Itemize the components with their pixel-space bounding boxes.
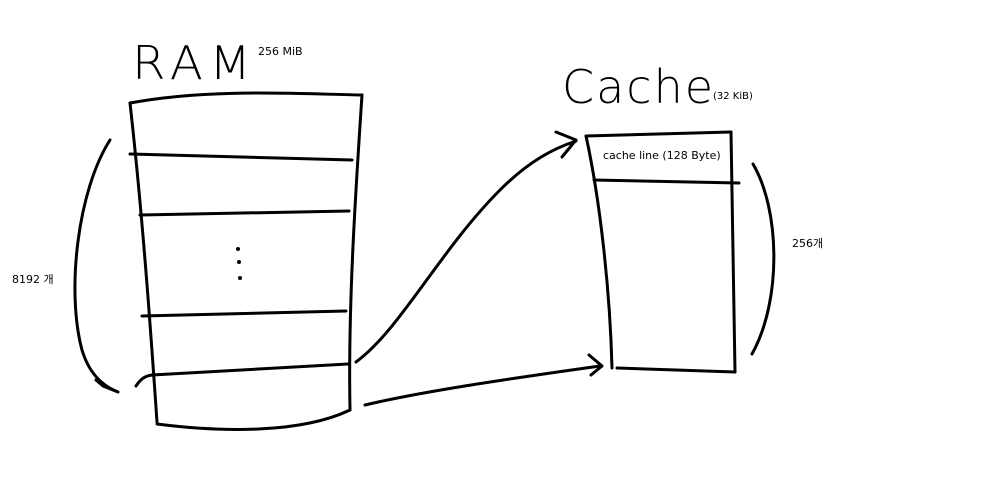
ram-title: RAM bbox=[132, 36, 258, 90]
cache-count-brace bbox=[750, 162, 776, 356]
ellipsis-dot bbox=[236, 247, 240, 251]
cache-count-label: 256개 bbox=[792, 237, 824, 250]
ram-box-bottom bbox=[155, 408, 352, 431]
ram-box-left bbox=[128, 101, 159, 424]
ram-row-divider bbox=[128, 152, 354, 162]
ram-row-divider bbox=[140, 309, 348, 318]
arrow-left-hook bbox=[134, 373, 154, 388]
arrow-upper-head bbox=[554, 130, 578, 159]
cache-box-top bbox=[584, 130, 733, 138]
ram-count-label: 8192 개 bbox=[12, 273, 54, 286]
ram-box-top bbox=[128, 91, 364, 105]
ram-count-brace-tip bbox=[94, 378, 120, 394]
ellipsis-dot bbox=[238, 276, 242, 280]
arrow-lower-head bbox=[587, 353, 604, 377]
arrow-lower bbox=[363, 364, 602, 407]
arrow-upper bbox=[354, 139, 578, 364]
cache-title: Cache bbox=[562, 60, 716, 114]
cache-box-right bbox=[729, 130, 737, 374]
ellipsis-dot bbox=[237, 260, 241, 264]
cache-size-label: (32 KiB) bbox=[713, 91, 753, 102]
cache-box-left bbox=[584, 134, 614, 370]
ram-row-divider bbox=[150, 362, 350, 377]
ram-box-right bbox=[348, 93, 364, 412]
ram-size-label: 256 MiB bbox=[258, 45, 303, 58]
ram-count-brace bbox=[73, 138, 120, 394]
cache-line-label: cache line (128 Byte) bbox=[603, 149, 721, 162]
ram-row-divider bbox=[138, 209, 351, 217]
cache-box-bottom bbox=[615, 366, 737, 374]
cache-line-divider bbox=[592, 178, 741, 185]
